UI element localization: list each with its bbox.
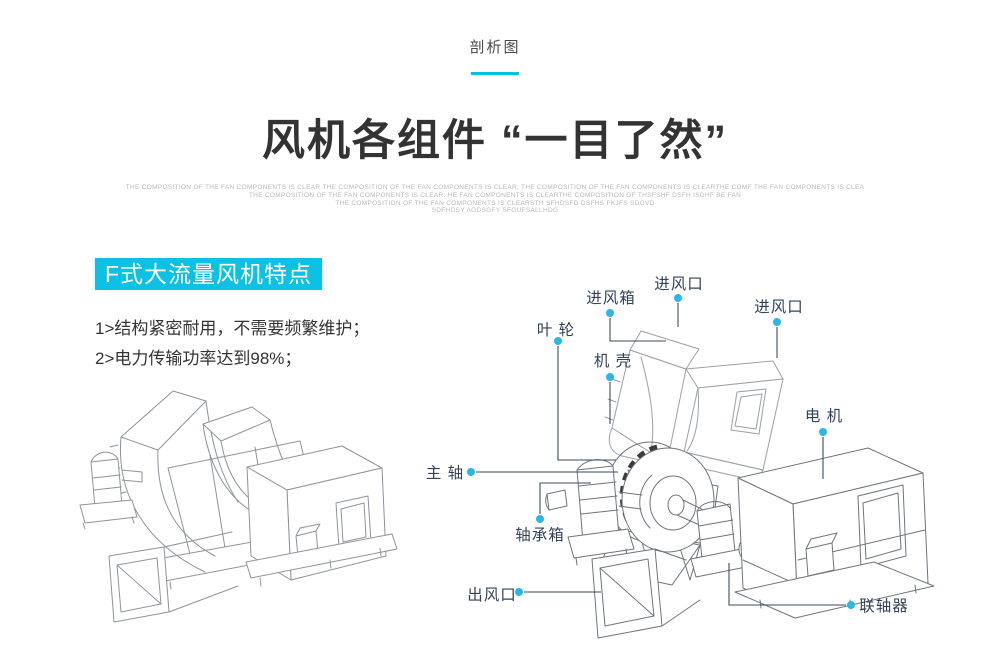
label-dot (606, 309, 614, 317)
label-bearing-box: 轴承箱 (515, 526, 565, 544)
label-impeller: 叶 轮 (537, 321, 575, 339)
label-connector (557, 346, 616, 461)
feature-list: 1>结构紧密耐用，不需要频繁维护； 2>电力传输功率达到98%； (95, 314, 369, 374)
subtitle-paragraph: THE COMPOSITION OF THE FAN COMPONENTS IS… (0, 184, 990, 215)
callout-inlet-box: 进风箱 (586, 289, 666, 342)
exploded-fan-drawing (545, 330, 935, 639)
label-air-inlet-1: 进风口 (654, 275, 704, 293)
impeller-drawing (605, 441, 728, 553)
label-dot (819, 428, 827, 436)
label-dot (674, 294, 682, 302)
label-dot (536, 515, 544, 523)
assembled-fan-drawing (79, 390, 398, 623)
bearing-pedestal-left (90, 458, 123, 509)
callout-coupling: 联轴器 (728, 563, 909, 615)
callout-impeller: 叶 轮 (537, 321, 616, 461)
subtitle-line: THE COMPOSITION OF THE FAN COMPONENTS IS… (248, 191, 742, 199)
feature-item: 2>电力传输功率达到98%； (95, 349, 302, 368)
impeller-hub (667, 494, 685, 516)
motor-drawing (734, 447, 935, 619)
label-connector (609, 318, 666, 342)
label-dot (554, 337, 562, 345)
subtitle-line: SDFHDSY AGDSGFY SFGUFSALLHDG (431, 207, 559, 215)
label-air-outlet: 出风口 (467, 586, 517, 604)
callout-casing: 机 壳 (594, 352, 632, 424)
inlet-funnel-1 (120, 390, 207, 451)
bearing-pedestal-drawing (545, 459, 643, 566)
label-motor: 电 机 (805, 407, 843, 425)
callout-bearing-box: 轴承箱 (515, 482, 591, 544)
label-casing: 机 壳 (594, 352, 632, 370)
callout-motor: 电 机 (805, 407, 843, 479)
subtitle-line: THE COMPOSITION OF THE FAN COMPONENTS IS… (335, 199, 655, 207)
section-underline-accent (471, 72, 519, 75)
label-air-inlet-2: 进风口 (754, 298, 804, 316)
feature-item: 1>结构紧密耐用，不需要频繁维护； (95, 319, 370, 338)
label-inlet-box: 进风箱 (586, 289, 636, 307)
callout-main-shaft: 主 轴 (426, 464, 618, 482)
label-dot (773, 318, 781, 326)
label-connector (539, 482, 591, 514)
label-coupling: 联轴器 (859, 597, 909, 615)
label-dot (847, 601, 855, 609)
page-title: 风机各组件 “一目了然” (262, 117, 728, 165)
callout-air-inlet-1: 进风口 (654, 275, 704, 327)
section-label: 剖析图 (469, 39, 521, 56)
label-dot (515, 588, 523, 596)
exploded-casing (604, 330, 784, 482)
inlet-funnel-2 (202, 406, 271, 442)
label-connector (728, 563, 846, 606)
outlet-duct-drawing (591, 548, 701, 639)
diagram-callouts: 进风箱 进风口 进风口 叶 轮 机 壳 (426, 275, 909, 615)
callout-air-outlet: 出风口 (467, 586, 601, 604)
label-main-shaft: 主 轴 (426, 464, 464, 482)
label-dot (467, 468, 475, 476)
callout-air-inlet-2: 进风口 (754, 298, 804, 358)
subtitle-line: THE COMPOSITION OF THE FAN COMPONENTS IS… (125, 184, 865, 191)
label-dot (606, 373, 614, 381)
feature-heading: F式大流量风机特点 (95, 258, 323, 290)
